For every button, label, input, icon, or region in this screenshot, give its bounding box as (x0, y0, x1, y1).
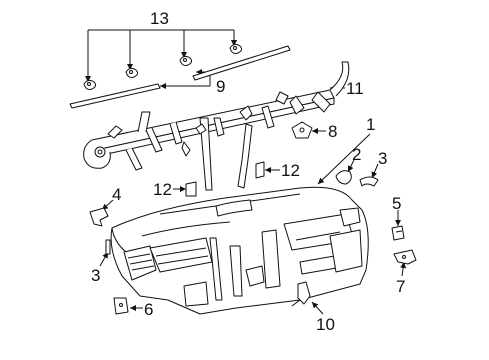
callout-12-right: 12 (281, 161, 300, 180)
callout-12-left: 12 (153, 180, 172, 199)
callout-11: 11 (346, 79, 364, 98)
leader-7 (400, 261, 407, 277)
callout-8: 8 (328, 122, 337, 141)
bracket-12-left (185, 181, 197, 197)
bracket-12-right (255, 161, 265, 179)
callout-6: 6 (144, 300, 153, 319)
bracket-4 (89, 207, 109, 227)
strip-9-upper (192, 45, 291, 81)
leader-2 (347, 159, 355, 173)
callout-7: 7 (396, 277, 405, 296)
leader-1 (317, 133, 371, 185)
pin-3-left (105, 239, 111, 255)
cap-3-right (359, 176, 379, 187)
parts (69, 43, 417, 315)
callout-4: 4 (112, 185, 121, 204)
reinforcement-beam-11 (83, 61, 350, 191)
leader-3-right (371, 163, 379, 179)
callout-3-left: 3 (91, 266, 100, 285)
callout-9: 9 (216, 77, 225, 96)
clip-13-d (229, 43, 243, 54)
callout-10: 10 (316, 315, 335, 334)
strip-9-lower (69, 83, 161, 109)
leader-10 (311, 301, 324, 315)
bracket-5 (391, 225, 405, 241)
callout-labels: 13 9 11 8 1 2 3 12 12 4 5 3 7 6 10 (91, 9, 405, 334)
callout-5: 5 (392, 194, 401, 213)
clip-13-a (83, 79, 97, 90)
clip-13-b (125, 67, 139, 78)
callout-1: 1 (366, 115, 375, 134)
clip-13-c (179, 55, 193, 66)
callout-3-right: 3 (378, 149, 387, 168)
cover-2 (335, 170, 352, 185)
callout-13: 13 (150, 9, 169, 28)
instrument-panel-1 (110, 186, 369, 315)
bracket-10 (297, 281, 311, 305)
callout-2: 2 (352, 145, 361, 164)
